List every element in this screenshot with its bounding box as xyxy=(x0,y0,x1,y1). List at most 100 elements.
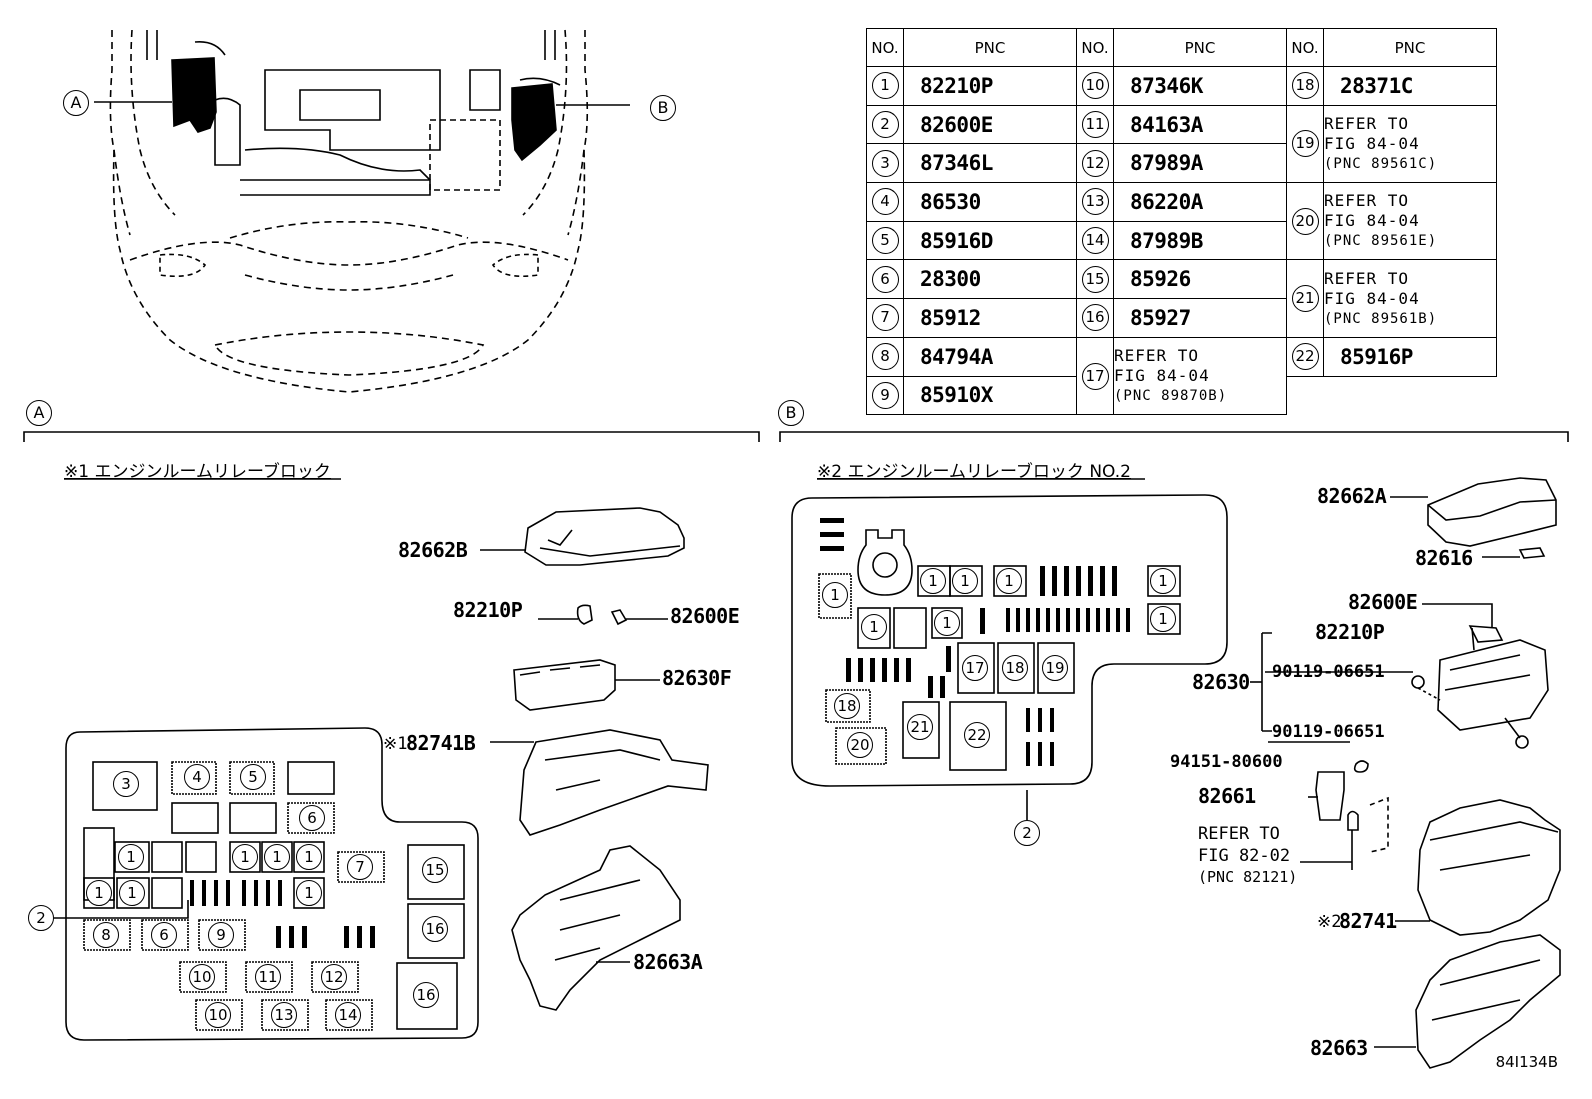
socket-number: 11 xyxy=(255,964,281,990)
relay-block-b-mark xyxy=(511,83,557,162)
refer-line: FIG 84-04 xyxy=(1114,366,1210,385)
part-label-clip: 82600E xyxy=(670,604,740,628)
part-label-cover: 82662A xyxy=(1317,484,1387,508)
socket-number: 10 xyxy=(205,1002,231,1028)
section-a-marker-top: A xyxy=(63,90,89,116)
row-no: 8 xyxy=(871,343,899,371)
left-block-sockets xyxy=(83,761,465,1031)
socket-number: 18 xyxy=(834,693,860,719)
refer-cell: REFER TO FIG 84-04 (PNC 89870B) xyxy=(1113,336,1287,416)
row-pnc: 85910X xyxy=(903,375,1077,416)
header-no-1: NO. xyxy=(866,28,904,67)
socket-number: 1 xyxy=(920,568,946,594)
row-pnc: 85926 xyxy=(1113,259,1287,300)
socket-number: 7 xyxy=(347,854,373,880)
row-no: 19 xyxy=(1291,130,1319,158)
socket-number: 9 xyxy=(208,922,234,948)
part-label-case: 82741B xyxy=(406,731,476,755)
left-section-title: ※1 エンジンルームリレーブロック xyxy=(64,462,331,482)
refer-line: (PNC 89561B) xyxy=(1324,310,1438,327)
section-b-marker: B xyxy=(778,400,804,426)
row-no: 12 xyxy=(1081,149,1109,177)
header-no-2: NO. xyxy=(1076,28,1114,67)
refer-cell: REFER TO FIG 84-04 (PNC 89561C) xyxy=(1323,104,1497,184)
part-mark-case: ※2 xyxy=(1317,912,1342,932)
terminal-bars xyxy=(190,518,1130,948)
refer-cell: REFER TO FIG 84-04 (PNC 89561B) xyxy=(1323,259,1497,338)
socket-number: 1 xyxy=(934,610,960,636)
car-front-view xyxy=(109,29,589,393)
socket-number: 1 xyxy=(996,568,1022,594)
socket-number: 16 xyxy=(413,982,439,1008)
part-mark-case: ※1 xyxy=(383,734,408,754)
part-label-clip-small: 82616 xyxy=(1415,546,1473,570)
row-no: 4 xyxy=(871,188,899,216)
socket-number: 5 xyxy=(240,764,266,790)
refer-line: REFER TO xyxy=(1114,346,1200,365)
socket-number: 8 xyxy=(93,922,119,948)
row-pnc: 85912 xyxy=(903,298,1077,338)
refer-line: (PNC 89561C) xyxy=(1324,155,1438,172)
part-label-bolt: 90119-06651 xyxy=(1272,662,1385,682)
section-a-marker: A xyxy=(26,400,52,426)
row-no: 6 xyxy=(871,265,899,293)
socket-number: 1 xyxy=(296,880,322,906)
refer-line: REFER TO xyxy=(1198,824,1280,844)
row-no: 18 xyxy=(1291,72,1319,100)
refer-line: REFER TO xyxy=(1324,191,1410,211)
row-no: 20 xyxy=(1291,207,1319,235)
row-no: 14 xyxy=(1081,227,1109,255)
refer-line: FIG 84-04 xyxy=(1324,211,1420,231)
part-label-terminal: 82661 xyxy=(1198,784,1256,808)
left-exploded-parts xyxy=(480,507,709,1011)
row-no: 9 xyxy=(871,381,899,409)
row-pnc: 85916D xyxy=(903,220,1077,261)
socket-number: 20 xyxy=(847,732,873,758)
header-no-3: NO. xyxy=(1286,28,1324,67)
socket-number: 6 xyxy=(299,805,325,831)
section-b-marker-top: B xyxy=(650,95,676,121)
socket-number: 13 xyxy=(271,1002,297,1028)
row-no: 7 xyxy=(871,304,899,332)
part-label-clip: 82600E xyxy=(1348,590,1418,614)
socket-number: 18 xyxy=(1002,655,1028,681)
figure-code: 84I134B xyxy=(1495,1053,1558,1071)
row-pnc: 87346L xyxy=(903,143,1077,184)
right-pointer-number: 2 xyxy=(1014,820,1040,846)
refer-cell: REFER TO FIG 84-04 (PNC 89561E) xyxy=(1323,182,1497,261)
row-pnc: 87346K xyxy=(1113,66,1287,106)
socket-number: 22 xyxy=(964,722,990,748)
row-no: 3 xyxy=(871,149,899,177)
refer-line: (PNC 82121) xyxy=(1198,868,1298,886)
socket-number: 1 xyxy=(232,844,258,870)
row-pnc: 82210P xyxy=(903,66,1077,106)
socket-number: 1 xyxy=(86,880,112,906)
socket-number: 1 xyxy=(952,568,978,594)
socket-number: 1 xyxy=(264,844,290,870)
refer-line: REFER TO xyxy=(1324,268,1410,288)
socket-number: 14 xyxy=(335,1002,361,1028)
socket-number: 16 xyxy=(422,916,448,942)
row-no: 16 xyxy=(1081,304,1109,332)
row-no: 22 xyxy=(1291,343,1319,371)
socket-number: 1 xyxy=(118,844,144,870)
row-no: 15 xyxy=(1081,265,1109,293)
row-pnc: 86530 xyxy=(903,182,1077,222)
part-label-cover: 82662B xyxy=(398,538,468,562)
right-relay-block-outline xyxy=(791,494,1228,787)
socket-number: 15 xyxy=(422,857,448,883)
row-pnc: 82600E xyxy=(903,104,1077,145)
relay-block-a-mark xyxy=(171,57,217,133)
row-no: 11 xyxy=(1081,111,1109,139)
socket-number: 1 xyxy=(296,844,322,870)
row-pnc: 84163A xyxy=(1113,104,1287,145)
row-no: 10 xyxy=(1081,72,1109,100)
socket-number: 1 xyxy=(1150,568,1176,594)
part-label-lower: 82663A xyxy=(633,950,703,974)
row-no: 13 xyxy=(1081,188,1109,216)
part-label-fuse: 82210P xyxy=(1315,620,1385,644)
socket-number: 1 xyxy=(861,614,887,640)
right-block-sockets xyxy=(818,529,1181,771)
row-pnc: 28371C xyxy=(1323,66,1497,106)
